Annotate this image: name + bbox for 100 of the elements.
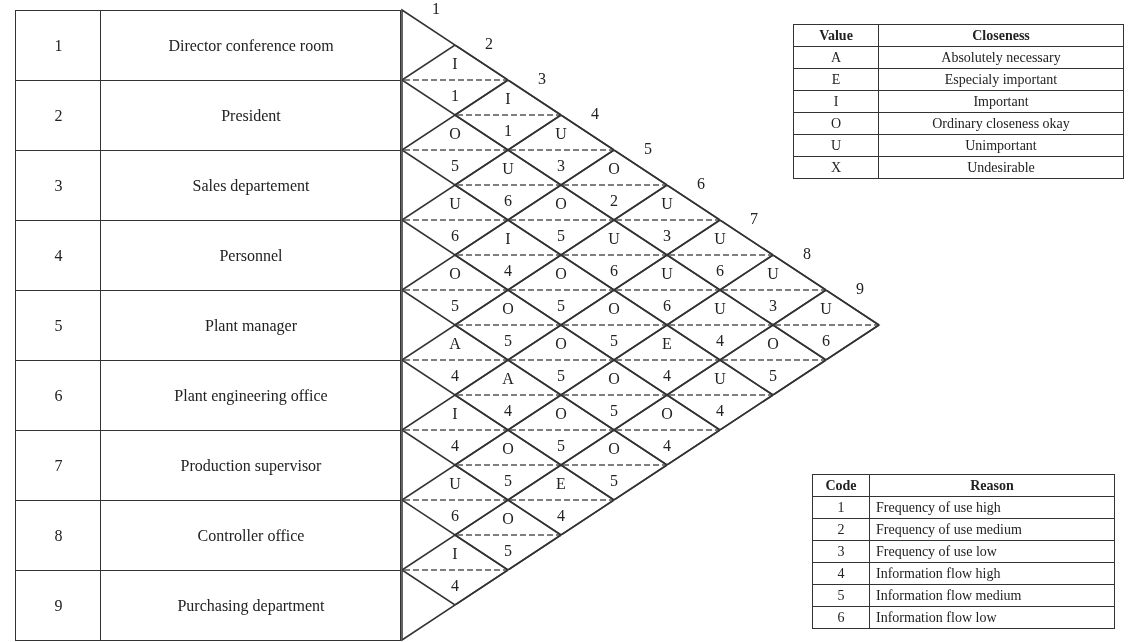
reason-cell: Information flow low [869, 606, 1115, 629]
reason-code: 4 [503, 262, 513, 280]
closeness-rating: O [501, 510, 515, 528]
closeness-rating: O [448, 265, 462, 283]
reason-code: 5 [503, 542, 513, 560]
closeness-rating: O [501, 440, 515, 458]
reason-code: 5 [609, 332, 619, 350]
department-row [15, 290, 401, 361]
column-number: 4 [591, 105, 599, 123]
reason-code: 6 [450, 227, 460, 245]
reason-cell: Frequency of use high [869, 496, 1115, 519]
reason-code: 1 [450, 87, 460, 105]
closeness-cell: Absolutely necessary [878, 46, 1124, 69]
department-name: Sales departement [191, 175, 311, 197]
department-number: 2 [53, 105, 64, 126]
department-number: 1 [53, 35, 64, 56]
reason-code: 4 [503, 402, 513, 420]
reason-code: 3 [662, 227, 672, 245]
code-cell: 4 [812, 562, 870, 585]
department-name: Director conference room [167, 35, 335, 56]
closeness-rating: U [448, 195, 462, 213]
department-number: 8 [53, 525, 64, 546]
reason-code: 5 [556, 227, 566, 245]
column-number: 1 [432, 0, 440, 18]
reason-cell: Information flow medium [869, 584, 1115, 607]
department-name: Personnel [218, 245, 284, 266]
department-number: 9 [53, 595, 64, 616]
closeness-rating: U [819, 300, 833, 318]
closeness-rating: U [713, 300, 727, 318]
closeness-rating: U [660, 265, 674, 283]
department-row [15, 80, 401, 151]
closeness-rating: U [448, 475, 462, 493]
column-number: 8 [803, 245, 811, 263]
column-number: 6 [697, 175, 705, 193]
department-number: 6 [53, 385, 64, 406]
closeness-rating: O [448, 125, 462, 143]
reason-cell: Frequency of use medium [869, 518, 1115, 541]
closeness-rating: O [554, 265, 568, 283]
closeness-rating: I [451, 55, 459, 73]
reason-code: 6 [503, 192, 513, 210]
closeness-rating: O [607, 300, 621, 318]
code-cell: 3 [812, 540, 870, 563]
code-cell: 6 [812, 606, 870, 629]
department-name: Purchasing department [176, 595, 326, 617]
reason-code: 5 [503, 472, 513, 490]
closeness-rating: A [448, 335, 462, 353]
value-cell: X [793, 156, 879, 179]
reason-code: 5 [450, 157, 460, 175]
department-row [15, 360, 401, 431]
value-cell: A [793, 46, 879, 69]
reason-code: 5 [768, 367, 778, 385]
column-number: 7 [750, 210, 758, 228]
closeness-rating: O [607, 370, 621, 388]
reason-code: 5 [609, 472, 619, 490]
closeness-rating: E [555, 475, 567, 493]
code-cell: 1 [812, 496, 870, 519]
reason-cell: Frequency of use low [869, 540, 1115, 563]
department-name: President [220, 105, 282, 126]
reason-code: 5 [503, 332, 513, 350]
reason-code: 3 [556, 157, 566, 175]
column-number: 2 [485, 35, 493, 53]
department-number: 4 [53, 245, 64, 266]
reason-code: 3 [768, 297, 778, 315]
closeness-rating: U [607, 230, 621, 248]
code-cell: 2 [812, 518, 870, 541]
column-number: 3 [538, 70, 546, 88]
closeness-rating: U [713, 230, 727, 248]
closeness-cell: Ordinary closeness okay [878, 112, 1124, 135]
reason-code: 5 [450, 297, 460, 315]
closeness-rating: I [504, 230, 512, 248]
closeness-cell: Important [878, 90, 1124, 113]
reason-code: 4 [662, 367, 672, 385]
reason-code: 6 [609, 262, 619, 280]
value-cell: O [793, 112, 879, 135]
department-name: Plant engineering office [173, 385, 329, 407]
closeness-rating: U [766, 265, 780, 283]
closeness-rating: O [554, 195, 568, 213]
column-number: 9 [856, 280, 864, 298]
closeness-rating: A [501, 370, 515, 388]
department-row [15, 570, 401, 641]
department-row [15, 10, 401, 81]
closeness-rating: I [451, 405, 459, 423]
closeness-rating: O [607, 160, 621, 178]
table-header: Reason [869, 474, 1115, 497]
closeness-rating: U [501, 160, 515, 178]
reason-code: 5 [556, 367, 566, 385]
department-name: Controller office [196, 525, 306, 546]
department-row [15, 500, 401, 571]
reason-code: 4 [715, 332, 725, 350]
column-number: 5 [644, 140, 652, 158]
closeness-rating: O [501, 300, 515, 318]
reason-code: 6 [715, 262, 725, 280]
reason-code: 4 [662, 437, 672, 455]
closeness-rating: O [660, 405, 674, 423]
code-cell: 5 [812, 584, 870, 607]
department-number: 7 [53, 455, 64, 476]
value-cell: E [793, 68, 879, 91]
reason-code: 5 [609, 402, 619, 420]
value-cell: I [793, 90, 879, 113]
department-number: 5 [53, 315, 64, 336]
